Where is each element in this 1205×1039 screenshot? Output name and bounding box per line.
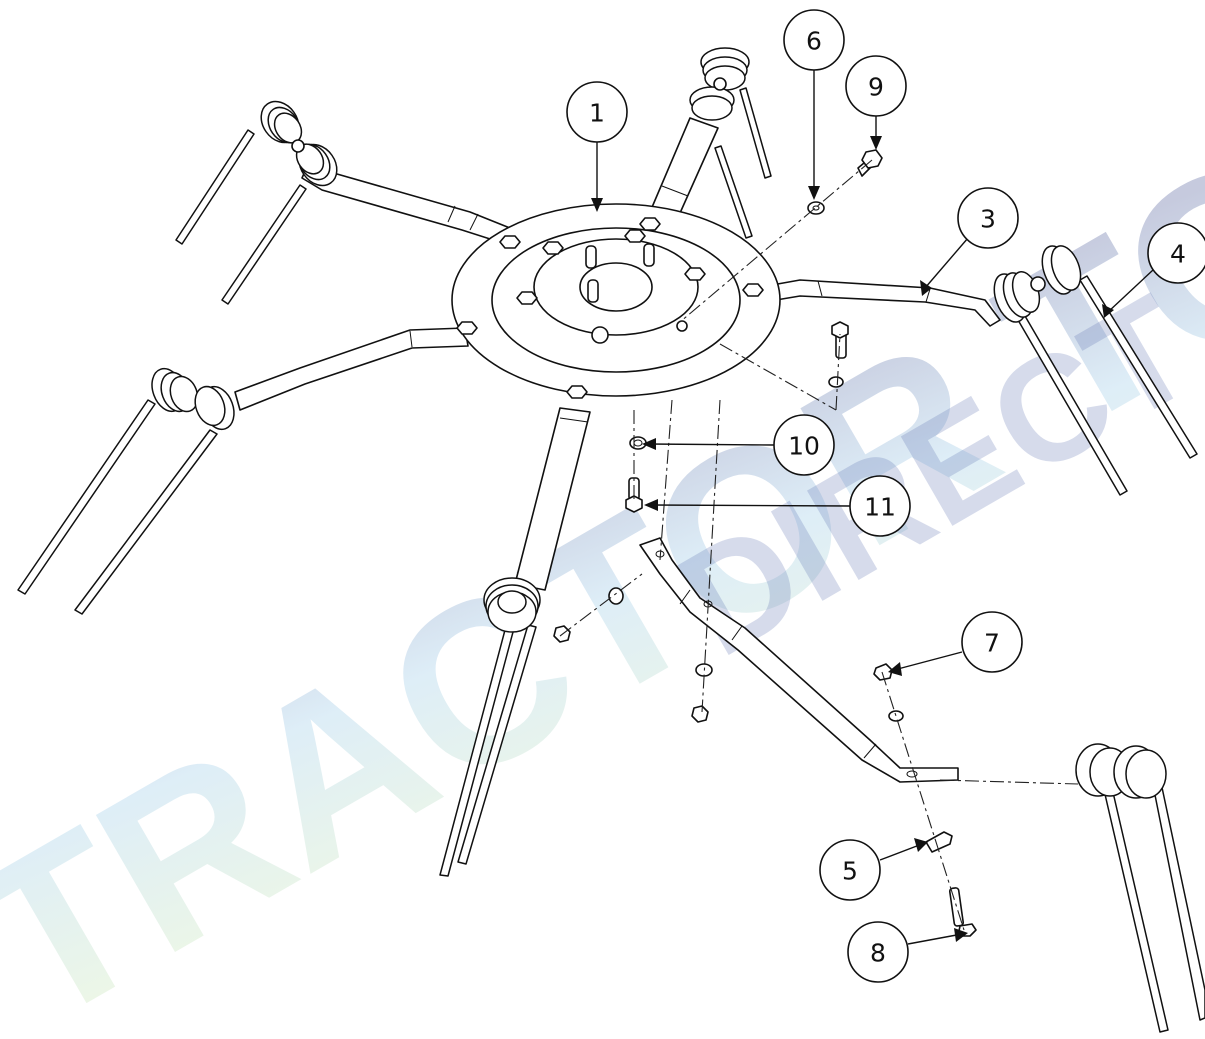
arm-lower bbox=[514, 407, 591, 591]
callout-1[interactable]: 1 bbox=[566, 81, 628, 212]
callout-9-label: 9 bbox=[868, 73, 884, 102]
callout-6-label: 6 bbox=[806, 27, 822, 56]
hub-plate bbox=[451, 203, 781, 399]
spring-tine-right bbox=[993, 245, 1198, 496]
exploded-spring-tine bbox=[1075, 743, 1205, 1033]
callout-7[interactable]: 7 bbox=[888, 611, 1023, 676]
callout-6[interactable]: 6 bbox=[783, 9, 845, 200]
arm-left bbox=[234, 327, 469, 411]
hub-studs bbox=[585, 243, 688, 344]
callout-9[interactable]: 9 bbox=[845, 55, 907, 150]
callout-8[interactable]: 8 bbox=[847, 921, 968, 983]
bolt-9 bbox=[857, 149, 883, 177]
callout-11-label: 11 bbox=[864, 493, 896, 522]
callout-10-label: 10 bbox=[788, 432, 820, 461]
callout-10[interactable]: 10 bbox=[642, 414, 835, 476]
center-lines bbox=[559, 159, 1079, 931]
spring-tine-lower bbox=[439, 577, 541, 877]
bolt-right bbox=[828, 321, 849, 388]
callout-4-label: 4 bbox=[1170, 240, 1186, 269]
spring-tine-upper-left bbox=[175, 100, 338, 305]
callout-3-label: 3 bbox=[980, 205, 996, 234]
rim-nuts bbox=[456, 217, 764, 399]
arm-right bbox=[771, 279, 1001, 327]
spring-tine-left bbox=[17, 367, 235, 615]
callout-5[interactable]: 5 bbox=[819, 838, 928, 901]
callout-3[interactable]: 3 bbox=[920, 187, 1019, 296]
washer-10 bbox=[629, 436, 647, 450]
spring-tine-upper-top bbox=[689, 47, 772, 239]
callout-5-label: 5 bbox=[842, 857, 858, 886]
callout-1-label: 1 bbox=[589, 99, 605, 128]
callout-4[interactable]: 4 bbox=[1102, 222, 1205, 318]
callout-7-label: 7 bbox=[984, 629, 1000, 658]
callout-11[interactable]: 11 bbox=[644, 475, 911, 537]
arm-upper-top bbox=[649, 117, 719, 223]
callouts: 1 3 4 6 9 10 bbox=[566, 9, 1205, 983]
callout-8-label: 8 bbox=[870, 939, 886, 968]
